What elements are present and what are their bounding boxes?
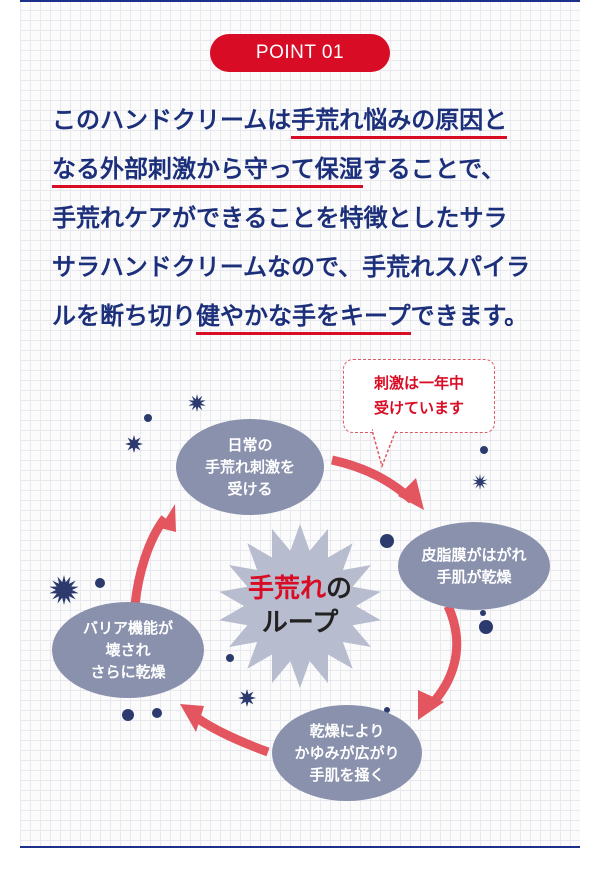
- arrowhead: [398, 478, 424, 510]
- sparkle-dot: [95, 578, 105, 588]
- center-title: 手荒れの ループ: [225, 572, 375, 640]
- node-text: 手荒れ刺激を: [204, 458, 295, 476]
- node-text: バリア機能が: [82, 619, 173, 637]
- sparkle-dot: [226, 654, 234, 662]
- underlined-phrase: 健やかな手をキープ: [196, 302, 411, 335]
- top-rule: [20, 0, 580, 2]
- arrowhead: [160, 504, 176, 532]
- center-title-loop: ループ: [261, 608, 339, 638]
- node-text: 壊され: [105, 641, 151, 659]
- node-text: 手肌が乾燥: [436, 568, 512, 586]
- node-text: かゆみが広がり: [294, 744, 400, 762]
- point-badge: POINT 01: [210, 34, 390, 72]
- arrow-heads: [160, 478, 444, 732]
- arrowhead: [418, 690, 444, 720]
- callout-text: 受けています: [373, 399, 464, 417]
- sparkle-dot: [380, 534, 394, 548]
- node-text: 受ける: [227, 480, 273, 498]
- sparkle-dot: [480, 610, 486, 616]
- decor-burst: [188, 394, 206, 412]
- decor-burst: [49, 575, 79, 605]
- text-segment: サラハンドクリームなので、手荒れスパイラ: [52, 253, 531, 281]
- arrow-sebum-to-itch: [426, 604, 462, 710]
- description-line: なる外部刺激から守って保湿することで、: [52, 145, 562, 194]
- callout-bubble: 刺激は一年中 受けています: [343, 359, 495, 433]
- sparkle-dot: [152, 708, 162, 718]
- description-line: ルを断ち切り健やかな手をキープできます。: [52, 292, 562, 341]
- decor-bursts: [49, 394, 488, 707]
- description-line: サラハンドクリームなので、手荒れスパイラ: [52, 243, 562, 292]
- arrow-itch-to-barrier: [190, 711, 270, 757]
- description-text: このハンドクリームは手荒れ悩みの原因となる外部刺激から守って保湿することで、手荒…: [52, 96, 562, 341]
- node-text: さらに乾燥: [90, 663, 166, 681]
- arrow-barrier-to-daily: [130, 515, 169, 606]
- center-title-red: 手荒れ: [247, 574, 326, 604]
- diagram-graphics: [49, 394, 493, 757]
- text-segment: ルを断ち切り: [52, 302, 196, 330]
- description-line: このハンドクリームは手荒れ悩みの原因と: [52, 96, 562, 145]
- arrowhead: [180, 704, 204, 732]
- node-text: 手肌を掻く: [309, 766, 385, 784]
- node-sebum-peeled: 皮脂膜がはがれ 手肌が乾燥: [398, 522, 550, 610]
- node-text: 乾燥により: [309, 722, 385, 740]
- callout-text: 刺激は一年中: [373, 374, 464, 392]
- decor-burst: [125, 435, 143, 453]
- node-text: 日常の: [227, 436, 273, 454]
- text-segment: このハンドクリームは: [52, 106, 292, 134]
- sparkle-dot: [479, 620, 493, 634]
- center-burst: [219, 524, 381, 688]
- decor-burst: [238, 689, 256, 707]
- bottom-rule: [20, 846, 580, 848]
- text-segment: することで、: [362, 155, 506, 183]
- hand-roughness-loop-diagram: 日常の 手荒れ刺激を 受ける 皮脂膜がはがれ 手肌が乾燥 乾燥により かゆみが広…: [0, 340, 600, 840]
- node-itch-scratch: 乾燥により かゆみが広がり 手肌を掻く: [272, 705, 422, 801]
- sparkle-dot: [144, 414, 152, 422]
- underlined-phrase: 手荒れ悩みの原因と: [291, 106, 508, 139]
- sparkle-dot: [122, 709, 134, 721]
- node-barrier-broken: バリア機能が 壊され さらに乾燥: [52, 602, 204, 698]
- decor-burst: [472, 474, 488, 490]
- center-title-no: の: [326, 574, 353, 604]
- underlined-phrase: なる外部刺激から守って保湿: [52, 155, 363, 188]
- text-segment: 手荒れケアができることを特徴としたサラ: [52, 204, 508, 232]
- description-line: 手荒れケアができることを特徴としたサラ: [52, 194, 562, 243]
- text-segment: できます。: [410, 302, 529, 330]
- node-text: 皮脂膜がはがれ: [421, 546, 527, 564]
- sparkle-dot: [480, 446, 488, 454]
- node-daily-stimulus: 日常の 手荒れ刺激を 受ける: [176, 419, 324, 515]
